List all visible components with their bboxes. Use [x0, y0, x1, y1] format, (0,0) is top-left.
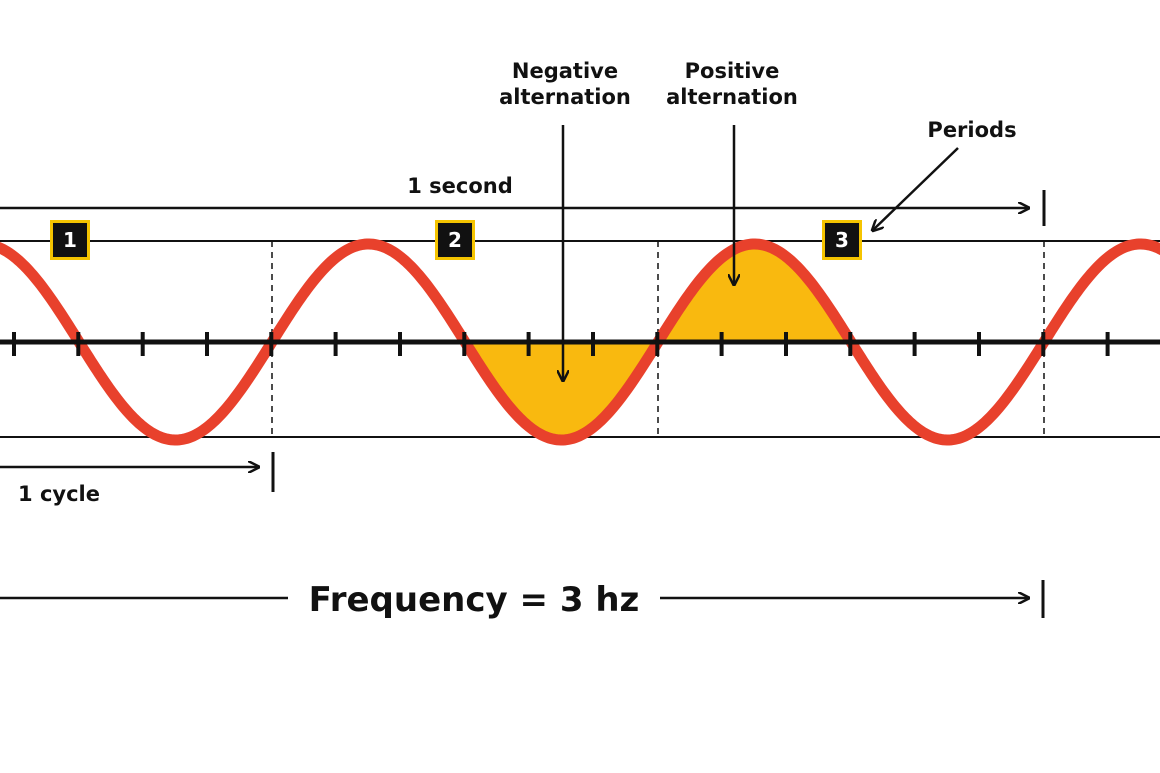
positive-alternation-line-2: alternation — [666, 85, 798, 109]
negative-alternation-line-2: alternation — [499, 85, 631, 109]
period-marker-2: 2 — [435, 220, 475, 260]
one-cycle-label: 1 cycle — [18, 482, 100, 506]
period-marker-3: 3 — [822, 220, 862, 260]
negative-alternation-line-1: Negative — [511, 59, 619, 83]
periods-label: Periods — [927, 118, 1017, 142]
negative-alternation-fill — [465, 342, 658, 440]
frequency-label: Frequency = 3 hz — [308, 580, 640, 620]
positive-alternation-fill — [658, 244, 851, 342]
periods-pointer — [873, 147, 959, 230]
axis-ticks — [12, 332, 1110, 356]
positive-alternation-line-1: Positive — [684, 59, 780, 83]
positive-alternation-label: Positive alternation — [662, 58, 802, 110]
period-marker-1: 1 — [50, 220, 90, 260]
one-second-label: 1 second — [407, 174, 513, 198]
negative-alternation-label: Negative alternation — [495, 58, 635, 110]
sine-wave — [0, 238, 1160, 446]
